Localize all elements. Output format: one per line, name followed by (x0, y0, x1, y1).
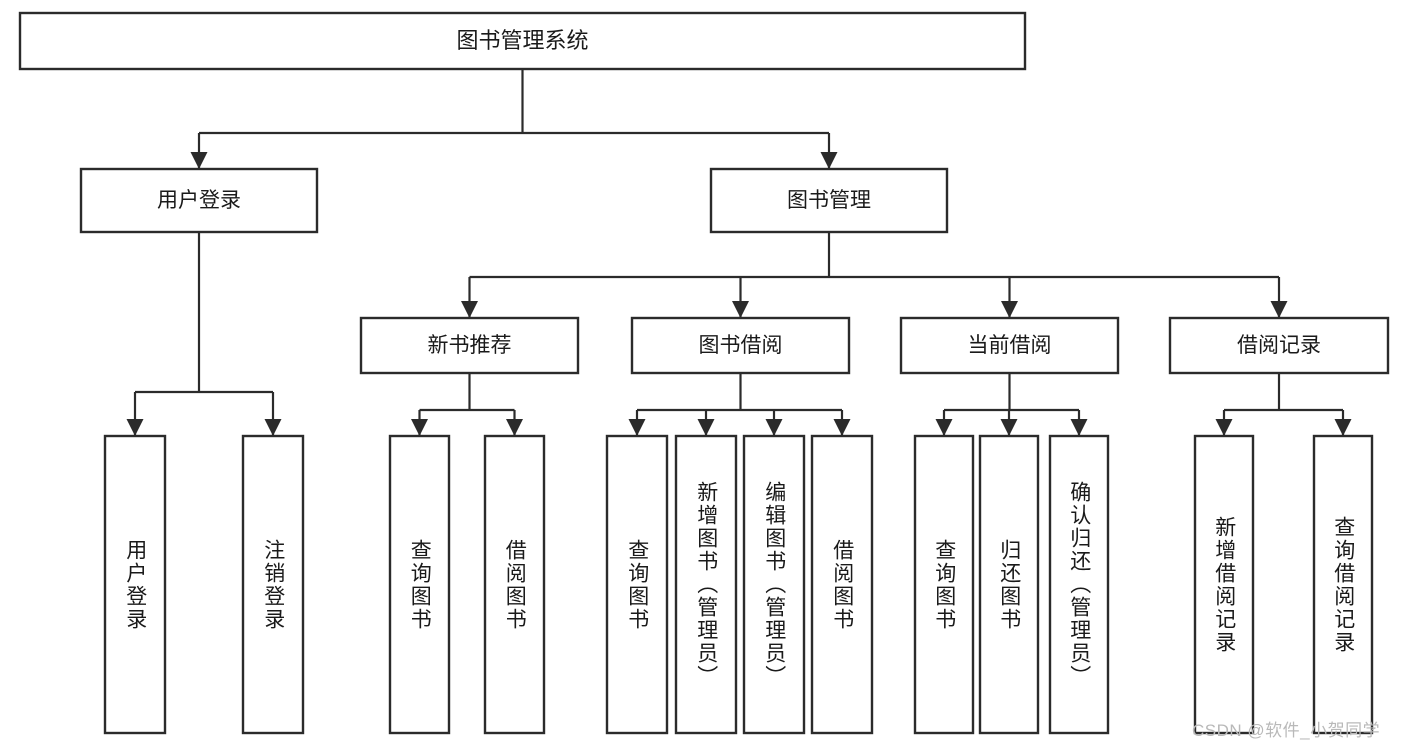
node-box-book-borrow[interactable] (630, 316, 851, 375)
arrow-head-leaf-confirm-return (1070, 419, 1088, 436)
arrow-head-borrow-record (1270, 301, 1288, 318)
node-box-leaf-user-logout[interactable] (241, 434, 305, 735)
node-box-borrow-record[interactable] (1168, 316, 1390, 375)
arrow-head-leaf-borrow-book-1 (506, 419, 523, 436)
arrow-head-leaf-borrow-book-2 (833, 419, 851, 436)
arrow-head-leaf-add-book (697, 419, 715, 436)
node-label-new-book-rec: 新书推荐 (428, 334, 512, 357)
node-box-leaf-user-login[interactable] (103, 434, 167, 735)
arrow-head-leaf-query-book-3 (935, 419, 953, 436)
node-box-leaf-confirm-return[interactable] (1048, 434, 1110, 735)
node-box-leaf-edit-book[interactable] (742, 434, 806, 735)
node-box-current-borrow[interactable] (899, 316, 1120, 375)
node-box-leaf-add-record[interactable] (1193, 434, 1255, 735)
node-box-root[interactable] (18, 11, 1027, 71)
node-box-book-manage[interactable] (709, 167, 949, 234)
node-label-user-login: 用户登录 (157, 189, 241, 212)
csdn-watermark: CSDN @软件_小贺同学 (1192, 721, 1381, 740)
node-box-layer (18, 11, 1390, 735)
node-label-book-manage: 图书管理 (787, 189, 871, 212)
arrow-head-leaf-add-record (1215, 419, 1233, 436)
arrow-head-leaf-user-logout (264, 419, 282, 436)
node-box-leaf-borrow-book-1[interactable] (483, 434, 546, 735)
node-box-leaf-query-book-1[interactable] (388, 434, 451, 735)
arrow-head-leaf-query-book-1 (411, 419, 428, 436)
node-label-borrow-record: 借阅记录 (1237, 334, 1321, 357)
arrow-head-leaf-user-login (126, 419, 144, 436)
node-box-new-book-rec[interactable] (359, 316, 580, 375)
node-label-book-borrow: 图书借阅 (699, 334, 783, 357)
node-label-current-borrow: 当前借阅 (968, 334, 1052, 357)
arrow-head-leaf-query-book-2 (628, 419, 646, 436)
node-box-leaf-query-book-3[interactable] (913, 434, 975, 735)
arrow-head-leaf-query-record (1334, 419, 1352, 436)
node-box-leaf-add-book[interactable] (674, 434, 738, 735)
arrow-head-book-borrow (732, 301, 749, 318)
arrow-head-new-book-rec (461, 301, 478, 318)
arrow-head-leaf-return-book (1000, 419, 1018, 436)
connector-layer (126, 69, 1352, 436)
node-box-leaf-borrow-book-2[interactable] (810, 434, 874, 735)
arrow-head-user-login (190, 152, 208, 169)
arrow-head-leaf-edit-book (765, 419, 783, 436)
node-box-user-login[interactable] (79, 167, 319, 234)
node-box-leaf-query-record[interactable] (1312, 434, 1374, 735)
node-box-leaf-query-book-2[interactable] (605, 434, 669, 735)
arrow-head-book-manage (820, 152, 838, 169)
node-label-root: 图书管理系统 (456, 28, 588, 53)
arrow-head-current-borrow (1001, 301, 1018, 318)
node-box-leaf-return-book[interactable] (978, 434, 1040, 735)
